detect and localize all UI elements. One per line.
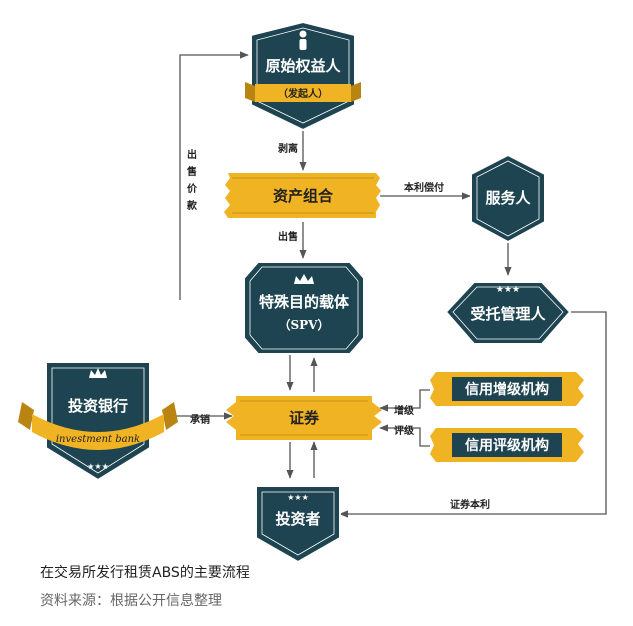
- figure-source: 资料来源：根据公开信息整理: [40, 593, 222, 609]
- arrow-rate: [379, 424, 430, 447]
- node-enhance: 信用增级机构: [430, 372, 584, 406]
- rating-title: 信用评级机构: [465, 437, 549, 454]
- edge-label-strip: 剥离: [278, 142, 298, 155]
- node-ibank: 投资银行 investment bank ★★★: [18, 361, 178, 482]
- edge-label-principal: 本利偿付: [404, 181, 444, 194]
- originator-ribbon-text: （发起人）: [278, 87, 328, 100]
- pool-title: 资产组合: [273, 187, 334, 205]
- node-trustee: ★★★ 受托管理人: [444, 281, 572, 345]
- stars-icon: ★★★: [287, 493, 309, 502]
- edge-label-rate: 评级: [394, 424, 415, 437]
- edge-label-pay-1: 出: [187, 148, 197, 161]
- originator-title: 原始权益人: [265, 57, 341, 75]
- ibank-ribbon: investment bank: [18, 402, 178, 450]
- node-spv: 特殊目的载体 （SPV）: [243, 261, 365, 355]
- crown-icon: [89, 368, 107, 378]
- node-originator: 原始权益人 （发起人）: [245, 20, 361, 132]
- figure-caption: 在交易所发行租赁ABS的主要流程: [40, 565, 250, 581]
- edge-label-pay-4: 款: [187, 199, 198, 212]
- investor-title: 投资者: [275, 510, 320, 528]
- node-rating: 信用评级机构: [430, 428, 584, 462]
- spv-title: 特殊目的载体: [259, 293, 350, 311]
- svg-text:★★★: ★★★: [496, 285, 520, 295]
- ibank-title: 投资银行: [68, 397, 128, 415]
- arrow-enhance: [379, 389, 430, 412]
- stars-icon: ★★★: [87, 462, 109, 471]
- node-securities: 证券: [226, 396, 382, 440]
- ibank-ribbon-text: investment bank: [56, 434, 140, 445]
- connectors: [168, 51, 607, 518]
- arrow-pay-originator: [179, 51, 249, 300]
- edge-label-underwrite: 承销: [190, 413, 210, 426]
- trustee-title: 受托管理人: [470, 305, 546, 323]
- node-investor: ★★★ 投资者: [255, 485, 341, 564]
- edge-label-securities-interest: 证券本利: [450, 498, 490, 511]
- securities-title: 证券: [289, 409, 320, 427]
- person-icon: [299, 30, 307, 50]
- originator-ribbon: （发起人）: [245, 82, 361, 102]
- arrow-securities-interest: [339, 311, 607, 518]
- edge-label-pay-3: 价: [187, 183, 198, 195]
- node-pool: 资产组合: [224, 173, 381, 218]
- edge-label-pay-2: 售: [187, 165, 197, 178]
- stars-icon: ★★★: [496, 285, 520, 295]
- edge-label-enhance: 增级: [394, 404, 415, 417]
- enhance-title: 信用增级机构: [465, 381, 549, 398]
- node-servicer: 服务人: [470, 153, 546, 244]
- edge-label-sell: 出售: [278, 230, 298, 243]
- spv-subtitle: （SPV）: [278, 317, 329, 332]
- crown-icon: [294, 274, 314, 284]
- servicer-title: 服务人: [485, 189, 531, 207]
